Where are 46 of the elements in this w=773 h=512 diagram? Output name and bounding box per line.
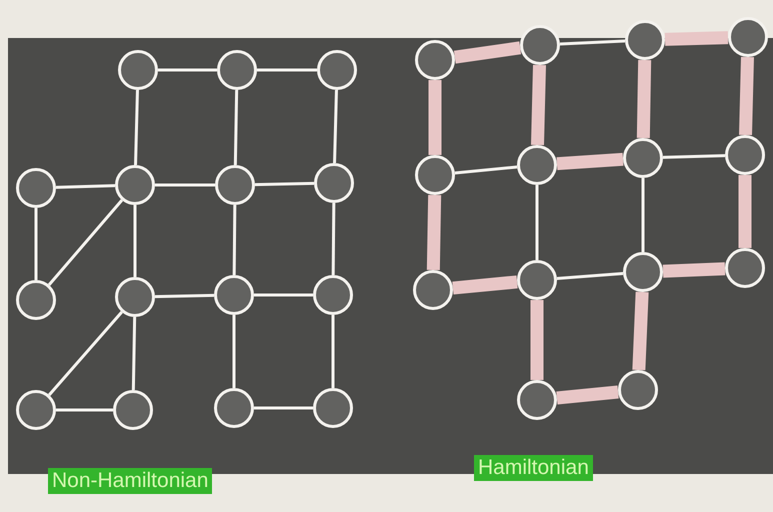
edge-line bbox=[155, 184, 215, 186]
highlighted-edge bbox=[428, 80, 442, 155]
edge-line bbox=[257, 68, 317, 72]
highlighted-edge bbox=[426, 194, 442, 270]
vertex-circle bbox=[728, 17, 768, 57]
highlighted-edge bbox=[636, 60, 652, 138]
edge-line bbox=[536, 185, 538, 260]
highlighted-edge bbox=[738, 175, 752, 248]
edge-line bbox=[642, 178, 644, 252]
edge-line bbox=[48, 311, 123, 396]
edge-line bbox=[56, 184, 116, 189]
edge-line bbox=[56, 408, 113, 412]
edge-line bbox=[134, 90, 139, 166]
edge-line bbox=[556, 272, 624, 280]
edge-line bbox=[132, 316, 136, 390]
highlighted-edge bbox=[556, 386, 619, 404]
edge-line bbox=[232, 204, 236, 276]
edge-line bbox=[254, 294, 313, 296]
edge-line bbox=[662, 154, 726, 159]
edge-line bbox=[48, 199, 124, 286]
edge-line bbox=[134, 205, 136, 277]
edge-line bbox=[332, 202, 336, 276]
edge-line bbox=[34, 208, 38, 280]
highlighted-edge bbox=[530, 300, 544, 380]
highlighted-edge bbox=[452, 275, 518, 295]
graph-caption: Non-Hamiltonian bbox=[48, 468, 212, 494]
edge-line bbox=[560, 39, 626, 46]
graph-caption: Hamiltonian bbox=[474, 455, 593, 481]
highlighted-edge bbox=[664, 31, 728, 46]
highlighted-edge bbox=[531, 64, 546, 146]
highlighted-edge bbox=[454, 41, 522, 64]
highlighted-edge bbox=[632, 292, 649, 370]
edge-line bbox=[154, 294, 214, 298]
vertex-circle bbox=[625, 20, 665, 60]
highlighted-edge bbox=[739, 56, 754, 136]
edge-line bbox=[254, 182, 314, 186]
edge-line bbox=[232, 315, 236, 388]
edge-line bbox=[332, 315, 334, 388]
edge-line bbox=[454, 165, 518, 175]
highlighted-edge bbox=[662, 262, 726, 278]
edge-line bbox=[234, 90, 238, 166]
vertex-circle bbox=[520, 25, 560, 65]
edge-line bbox=[333, 90, 338, 164]
edge-line bbox=[254, 406, 313, 410]
edge-line bbox=[158, 68, 217, 72]
highlighted-edge bbox=[556, 152, 624, 170]
